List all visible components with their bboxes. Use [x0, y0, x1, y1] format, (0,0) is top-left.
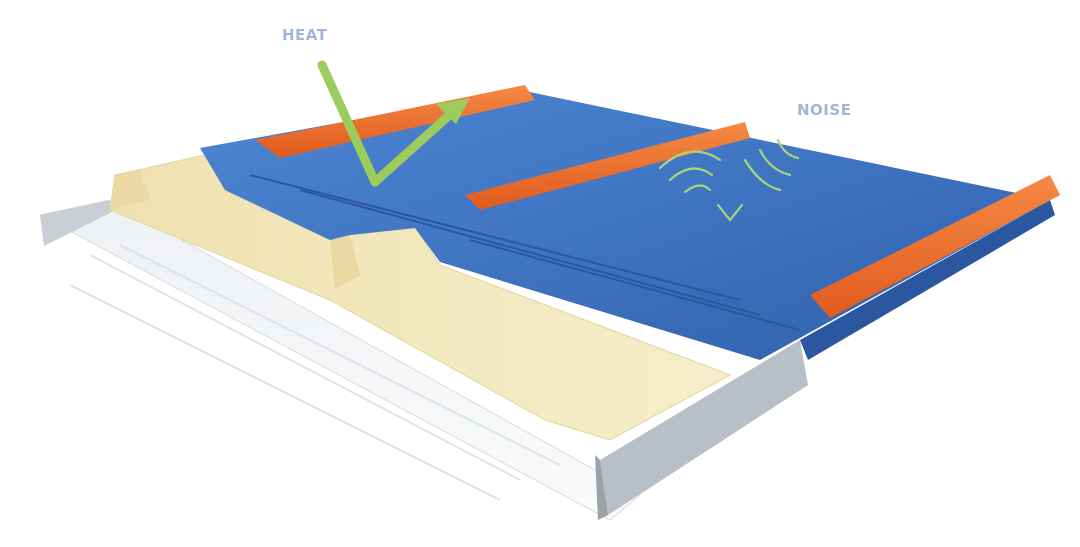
foam-core-rib-2 [330, 235, 360, 290]
heat-label: HEAT [282, 26, 328, 44]
liner-front-edge [600, 340, 808, 515]
liner-front-face [595, 455, 608, 520]
sheet-ribs [249, 174, 801, 331]
liner-left-edge [40, 200, 112, 246]
heat-reflection-arrow-icon [317, 60, 470, 187]
liner-ribs [69, 244, 561, 501]
ridge-cap-3 [810, 175, 1060, 318]
sheet-front-edge [800, 200, 1055, 360]
ridge-cap-2 [465, 122, 750, 210]
noise-label: NOISE [797, 101, 852, 119]
foam-core-rib-1 [110, 170, 150, 210]
sound-wave-icon [658, 138, 800, 222]
